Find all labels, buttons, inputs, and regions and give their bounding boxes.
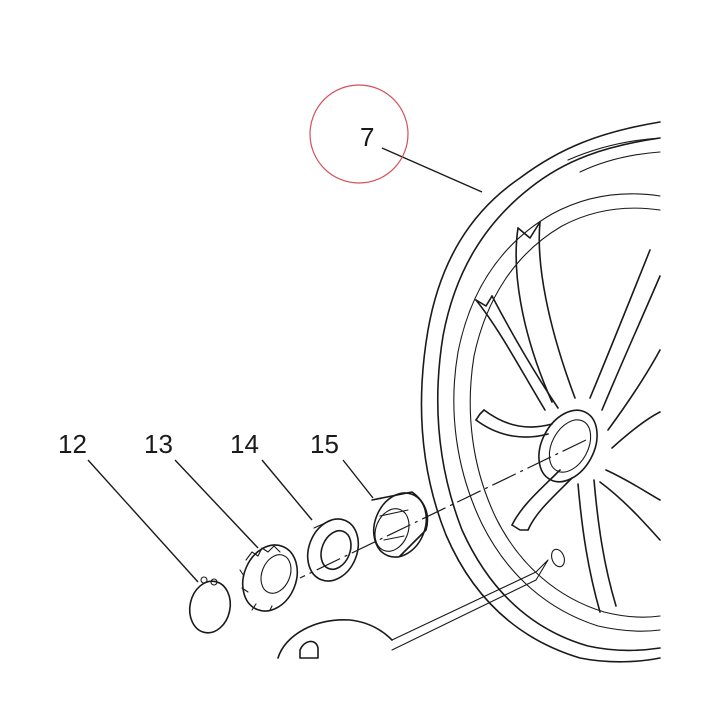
callout-7: 7 — [360, 122, 374, 152]
washer-part-14 — [306, 518, 360, 582]
wheel-spokes — [475, 221, 661, 613]
snap-ring-part-12 — [188, 576, 232, 634]
bushing-part-15 — [371, 491, 429, 558]
callout-12: 12 — [58, 429, 87, 459]
callout-14: 14 — [230, 429, 259, 459]
castle-nut-part-13 — [239, 544, 299, 612]
callout-15: 15 — [310, 429, 339, 459]
callout-13: 13 — [144, 429, 173, 459]
wheel-rim-part-7 — [420, 121, 661, 663]
leader-lines — [87, 147, 483, 583]
axle-centerline — [299, 439, 587, 579]
wheel-hub — [538, 409, 598, 483]
inset-detail — [277, 559, 549, 659]
highlight-circle — [309, 84, 409, 184]
